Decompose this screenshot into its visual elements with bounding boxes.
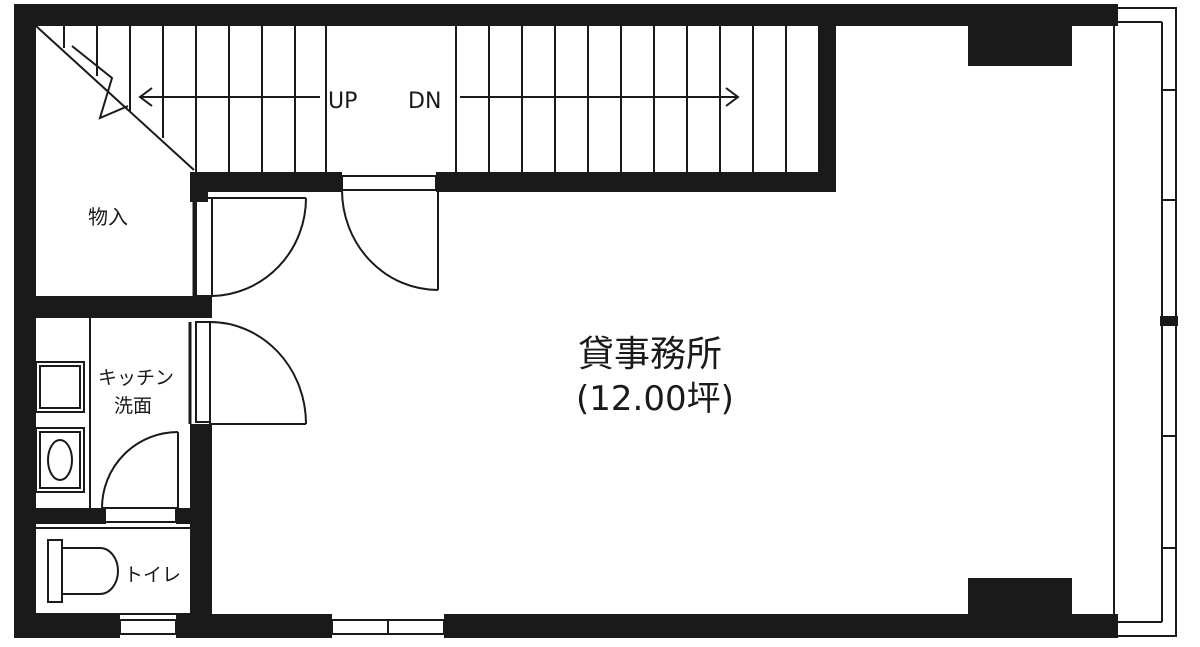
office-entry-door	[341, 175, 439, 291]
bottom-windows	[119, 619, 445, 635]
bottom-window-left	[119, 619, 177, 635]
top-wall	[14, 4, 1118, 26]
stair-arrow	[138, 87, 740, 107]
toilet-fixture	[47, 539, 119, 603]
stair-walls	[194, 22, 836, 192]
storage-label: 物入	[88, 205, 128, 229]
storage-door	[195, 197, 307, 297]
storage-walls	[36, 172, 212, 318]
stair-bottom-wall	[194, 172, 342, 192]
office-name-label: 貸事務所	[578, 334, 722, 375]
wash-label: 洗面	[114, 395, 152, 417]
kitchen-door	[195, 321, 307, 425]
bottom-wall-left	[14, 614, 120, 638]
stair-down-label: DN	[408, 89, 441, 114]
stair-up-label: UP	[328, 89, 357, 114]
left-wall	[14, 4, 36, 638]
stair-right-wall	[818, 22, 836, 192]
columns	[968, 22, 1072, 618]
right-wall-stub	[1160, 316, 1178, 326]
stair-bottom-wall-2	[436, 172, 836, 192]
kitchen-label: キッチン	[98, 367, 174, 389]
column-bottom-right	[968, 578, 1072, 618]
doors	[101, 175, 439, 523]
service-walls	[36, 424, 212, 620]
sink	[35, 427, 85, 493]
stair-break-line	[71, 45, 129, 120]
stove	[35, 361, 85, 413]
column-top-right	[968, 22, 1072, 66]
toilet-door	[101, 431, 179, 523]
kitchen-fixtures	[35, 361, 85, 493]
toilet-label: トイレ	[124, 564, 181, 586]
office-area-label: (12.00坪)	[576, 379, 734, 419]
outer-walls	[14, 4, 1118, 638]
